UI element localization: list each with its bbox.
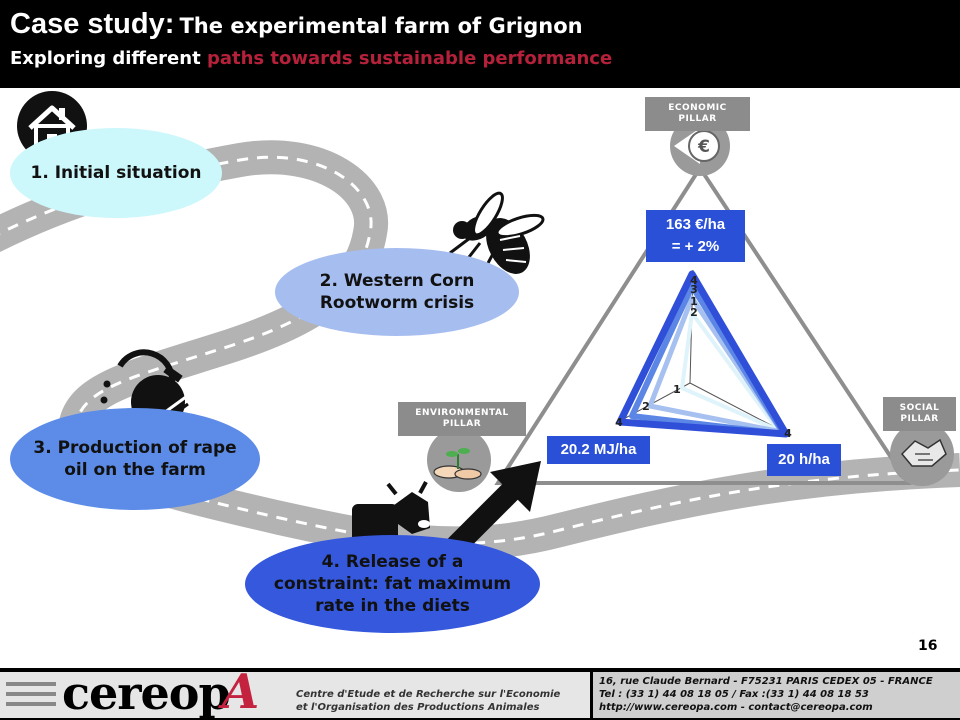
case-study-diagram: 4 3 1 2 1 2 4 4 € — [0, 91, 960, 578]
rank-label: 4 — [690, 274, 698, 287]
euro-icon: € — [670, 116, 730, 176]
step-western-corn-rootworm-crisis: 2. Western Corn Rootworm crisis — [275, 248, 519, 336]
contact-details: 16, rue Claude Bernard - F75231 PARIS CE… — [599, 675, 933, 714]
environmental-pillar-label: ENVIRONMENTAL PILLAR — [398, 402, 526, 436]
step-fat-constraint-release: 4. Release of a constraint: fat maximum … — [245, 535, 540, 633]
radar-series-polygon — [647, 295, 785, 435]
economic-value-box: 163 €/ha = + 2% — [646, 210, 745, 262]
organisation-line: et l'Organisation des Productions Animal… — [296, 702, 540, 713]
rank-label: 2 — [690, 306, 698, 319]
cereopa-logo: cereop A Centre d'Etude et de Recherche … — [0, 664, 590, 720]
logo-mark: A — [222, 664, 260, 720]
organisation-name: Centre d'Etude et de Recherche sur l'Eco… — [296, 688, 560, 714]
step-label: 4. Release of a constraint: fat maximum … — [273, 552, 512, 616]
logo-stripes — [6, 682, 56, 706]
phone-line: Tel : (33 1) 44 08 18 05 / Fax :(33 1) 4… — [599, 689, 869, 700]
handshake-icon — [890, 422, 954, 486]
organisation-line: Centre d'Etude et de Recherche sur l'Eco… — [296, 689, 561, 700]
arrow-icon — [446, 461, 541, 556]
title-lead: Case study: — [10, 8, 175, 40]
radar-series — [616, 270, 790, 438]
address-line: 16, rue Claude Bernard - F75231 PARIS CE… — [599, 676, 933, 687]
rank-label: 4 — [784, 427, 792, 440]
subtitle-highlight: paths towards sustainable performance — [206, 48, 613, 69]
rank-label: 2 — [642, 400, 650, 413]
page-number: 16 — [918, 638, 938, 654]
radar-series-polygon — [629, 283, 787, 437]
social-pillar-label: SOCIAL PILLAR — [883, 397, 956, 431]
step-rape-oil-production: 3. Production of rape oil on the farm — [10, 408, 260, 510]
economic-change: = + 2% — [671, 238, 720, 255]
subtitle-lead: Exploring different — [10, 48, 201, 69]
environmental-value-box: 20.2 MJ/ha — [547, 436, 650, 464]
fly-icon — [449, 191, 545, 279]
sustainability-triangle — [494, 164, 912, 485]
page-subtitle: Exploring different paths towards sustai… — [10, 48, 612, 69]
rank-label: 3 — [690, 283, 698, 296]
rank-label: 1 — [673, 383, 681, 396]
rank-label: 4 — [615, 416, 623, 429]
rank-label: 1 — [690, 295, 698, 308]
web-line: http://www.cereopa.com - contact@cereopa… — [599, 702, 873, 713]
radar-series-polygon — [616, 270, 790, 438]
step-label: 2. Western Corn Rootworm crisis — [319, 271, 475, 313]
header-bar: Case study: The experimental farm of Gri… — [0, 0, 960, 88]
svg-text:€: € — [697, 137, 710, 157]
title-rest: The experimental farm of Grignon — [179, 14, 583, 38]
social-value: 20 h/ha — [778, 451, 830, 468]
social-value-box: 20 h/ha — [767, 444, 841, 476]
road — [0, 140, 960, 561]
step-initial-situation: 1. Initial situation — [10, 128, 222, 218]
logo-text: cereop — [62, 666, 231, 720]
radar-series-polygon — [680, 311, 780, 432]
page-title: Case study: The experimental farm of Gri… — [10, 8, 583, 41]
step-label: 3. Production of rape oil on the farm — [33, 438, 237, 480]
economic-pillar-label: ECONOMIC PILLAR — [645, 97, 750, 131]
economic-value: 163 €/ha — [665, 216, 726, 233]
contact-box: 16, rue Claude Bernard - F75231 PARIS CE… — [593, 672, 960, 718]
footer: cereop A Centre d'Etude et de Recherche … — [0, 664, 960, 720]
environmental-value: 20.2 MJ/ha — [560, 441, 637, 458]
step-label: 1. Initial situation — [30, 163, 202, 183]
hands-plant-icon — [427, 428, 491, 492]
